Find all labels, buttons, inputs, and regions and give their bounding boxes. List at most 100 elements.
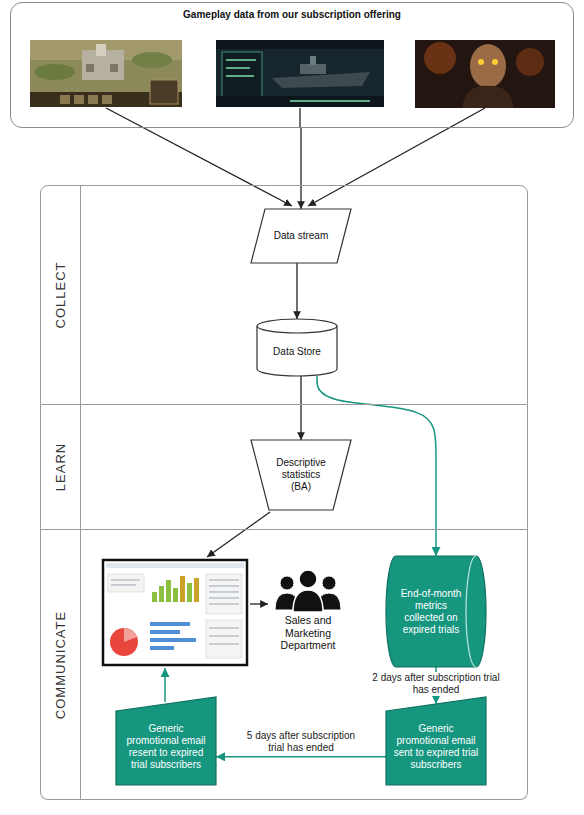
shape-outline [466,556,476,667]
manual-input-shape: Generic promotional email sent to expire… [386,697,486,785]
dashboard-bar [194,578,199,602]
dashboard-bar [159,586,164,602]
node-label: Generic promotional email resent to expi… [122,723,210,771]
screenshot-light [516,48,544,76]
dashboard-bar [187,583,192,602]
screenshot-ui-panel [150,80,178,104]
lane-label: COMMUNICATE [53,610,69,718]
dashboard-row [209,628,239,629]
screenshot-ui-bar [216,96,384,107]
screenshot-figure [462,86,514,108]
screenshot-terrain [35,64,75,80]
dashboard-pie [110,628,138,656]
node-text-area: Data stream [267,213,335,259]
dashboard-hbar [150,646,174,650]
shape-outline [386,556,486,667]
dashboard-row [209,592,239,593]
dashboard-bar [173,588,178,602]
shape-outline [257,319,337,376]
lane-label: COLLECT [53,262,69,329]
screenshot-ground [216,40,384,107]
screenshot-ui-bar [216,40,384,49]
node-text-area: Generic promotional email resent to expi… [122,713,210,781]
flow-connector [296,263,297,319]
dashboard-bar [180,576,185,602]
shape-outline [299,570,317,588]
dashboard-row [209,644,239,645]
panel-heading: Gameplay data from our subscription offe… [183,9,401,21]
screenshot-terrain [132,52,172,68]
manual-input-shape: Generic promotional email resent to expi… [116,697,216,785]
shape-outline [293,590,323,612]
dashboard-bar [166,580,171,602]
dashboard-table [206,620,242,658]
screenshot-figure-eye [492,59,498,65]
shape-outline [116,697,216,785]
screenshot-ui-line [226,75,254,77]
screenshot-ui-button [74,95,84,104]
swimlane: COLLECT Data streamData Store [40,185,528,405]
process-trapezoid: Descriptive statistics (BA) [251,440,351,510]
flow-arrow [106,108,292,206]
node-text-area: Gameplay data from our subscription offe… [19,9,565,21]
screenshot-ui-panel [222,52,262,102]
dashboard-toolbar [106,563,244,568]
screenshot-figure-eye [478,59,484,65]
flow-arrow [308,108,485,206]
flow-arrow [164,668,166,702]
screenshot-castle [86,64,94,72]
dashboard-row [209,598,239,599]
lane-header: COLLECT [41,186,81,404]
shape-outline [280,576,294,590]
shape-outline [251,440,351,510]
flow-connector [216,756,386,758]
dashboard-pie-slice [124,628,137,642]
dashboard-row [209,580,239,581]
dashboard-hbar [150,638,196,642]
dashboard-hbar [150,622,190,626]
dashboard-hbar [150,630,180,634]
screenshot-ui-button [60,95,70,104]
shape-outline [386,697,486,785]
node-label: Data Store [273,346,321,358]
lane-header: LEARN [41,405,81,529]
dashboard-row [111,580,140,581]
swimlane: LEARN Descriptive statistics (BA) [40,405,528,530]
flow-line [299,108,300,128]
dashboard-row [209,586,239,587]
dashboard-row [209,604,239,605]
node-label: Data stream [274,230,328,242]
node-label: Generic promotional email sent to expire… [392,723,480,771]
screenshot-ground [30,40,182,107]
dashboard-screenshot [103,560,247,665]
dashboard-bar [152,592,157,602]
strategy-game-screenshot [30,40,182,107]
swimlane: COMMUNICATE Sales and Marketing Departmen… [40,530,528,800]
node-label: End-of-month metrics collected on expire… [398,588,464,636]
screenshot-castle [96,44,106,56]
horror-game-screenshot [415,40,555,108]
screenshot-ui-line [226,67,250,69]
dashboard-frame [103,560,247,665]
screenshot-figure [470,44,506,88]
node-text-area: End-of-month metrics collected on expire… [398,562,464,661]
shape-outline [257,326,337,333]
shape-outline [322,576,336,590]
naval-game-screenshot [216,40,384,107]
screenshot-ship [300,64,326,74]
screenshot-light [424,42,456,74]
node-text-area: Sales and Marketing Department [261,614,355,656]
dashboard-table [206,574,242,614]
node-label: Sales and Marketing Department [261,614,355,652]
people-icon: Sales and Marketing Department [259,568,357,658]
shape-outline [251,209,351,263]
screenshot-ship [310,56,316,65]
screenshot-ship [272,72,370,88]
flow-connector [300,376,301,440]
lane-header: COMMUNICATE [41,530,81,799]
node-label: Descriptive statistics (BA) [271,457,331,493]
screenshot-ground [415,40,555,108]
lane-label: LEARN [53,443,69,491]
